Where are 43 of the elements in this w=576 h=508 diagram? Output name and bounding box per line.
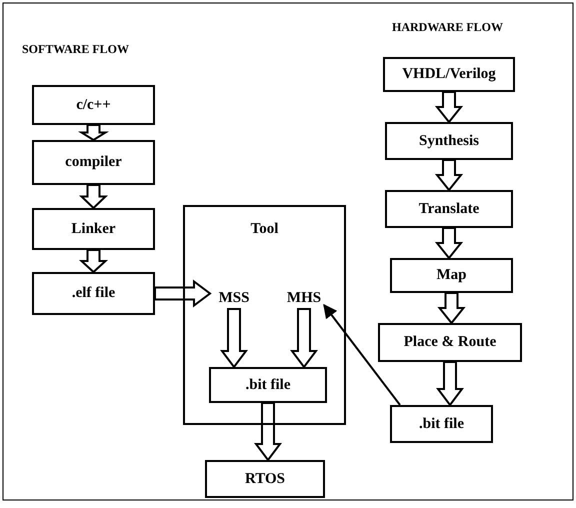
block-arrow <box>437 292 466 325</box>
box-label: VHDL/Verilog <box>402 66 496 83</box>
process-box <box>32 272 155 315</box>
process-box <box>205 460 325 498</box>
group-title: Tool <box>250 221 278 238</box>
process-box <box>385 190 513 228</box>
box-label: Map <box>436 267 466 284</box>
process-box <box>209 367 327 403</box>
box-label: .bit file <box>246 376 290 394</box>
process-box <box>383 57 515 92</box>
process-box <box>390 258 513 293</box>
arrow <box>323 304 401 406</box>
block-arrow <box>434 91 464 124</box>
box-label: compiler <box>65 154 122 171</box>
block-arrow <box>220 308 248 369</box>
box-label: Synthesis <box>418 132 480 150</box>
block-arrow <box>436 361 464 407</box>
block-arrow <box>254 402 282 462</box>
box-label: Translate <box>418 200 480 218</box>
node-label: MHS <box>280 287 328 309</box>
box-label: Linker <box>71 220 116 238</box>
node-label: MSS <box>210 287 258 309</box>
process-box <box>390 405 493 443</box>
process-box <box>385 122 513 160</box>
box-label: .bit file <box>419 416 464 432</box>
box-label: .elf file <box>72 285 116 302</box>
box-label: c/c++ <box>76 96 111 114</box>
box-label: RTOS <box>244 470 286 488</box>
block-arrow <box>79 184 108 210</box>
process-box <box>378 323 522 362</box>
block-arrow <box>78 124 109 142</box>
block-arrow <box>154 280 212 308</box>
process-box <box>32 85 155 125</box>
tool-container-box <box>183 205 346 425</box>
process-box <box>32 208 155 250</box>
block-arrow <box>434 227 464 260</box>
section-heading: SOFTWARE FLOW <box>22 42 130 57</box>
block-arrow <box>78 249 108 274</box>
section-heading: HARDWARE FLOW <box>392 20 504 35</box>
box-label: Place & Route <box>404 334 496 351</box>
block-arrow <box>434 159 464 192</box>
process-box <box>32 140 155 185</box>
block-arrow <box>290 308 318 369</box>
